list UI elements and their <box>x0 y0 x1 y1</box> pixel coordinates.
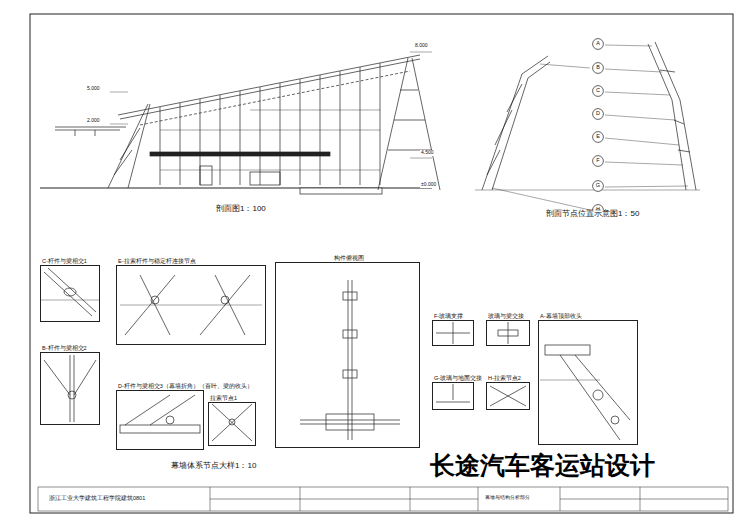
callout-circle: A <box>592 38 604 50</box>
detail-heading: C-杆件与梁相交1 <box>41 258 88 264</box>
detail-heading: B-杆件与梁相交2 <box>41 345 88 351</box>
title-block-text: 浙江工业大学建筑工程学院建筑0801 <box>48 495 146 501</box>
detail-heading: G-玻璃与地面交接 <box>433 375 483 381</box>
detail-frame: B-杆件与梁相交2 <box>40 352 100 425</box>
callout-circle: F <box>592 155 604 167</box>
node-position-drawing <box>475 42 700 210</box>
callout-letter: B <box>592 62 604 74</box>
title-block <box>38 487 728 511</box>
callout-circle: D <box>592 108 604 120</box>
detail-heading: E-拉索杆件与稳定杆连接节点 <box>117 258 197 264</box>
detail-heading: 拉索节点1 <box>209 395 238 401</box>
detail-frame: F-玻璃支撑 <box>432 320 474 346</box>
detail-heading: A-幕墙顶部收头 <box>539 313 583 319</box>
callout-letter: A <box>592 38 604 50</box>
detail-frame: 构件俯视图 <box>275 262 420 448</box>
callout-circle: E <box>592 131 604 143</box>
detail-heading: F-玻璃支撑 <box>433 313 464 319</box>
detail-frame: A-幕墙顶部收头 <box>538 320 638 445</box>
detail-frame: 拉索节点1 <box>208 402 256 446</box>
sheet-title: 长途汽车客运站设计 <box>430 452 655 480</box>
detail-frame: E-拉索杆件与稳定杆连接节点 <box>116 265 266 345</box>
title-block-text: 幕墙与结构分析部分 <box>484 495 531 501</box>
elevation-dimension: 8.000 <box>414 43 429 49</box>
detail-sketches <box>40 268 630 441</box>
detail-heading: H-拉索节点2 <box>487 375 522 381</box>
callout-letter: E <box>592 131 604 143</box>
drawing-caption: 幕墙体系节点大样1：10 <box>170 462 257 471</box>
elevation-dimension: 4.500 <box>420 150 435 156</box>
callout-letter: G <box>592 180 604 192</box>
detail-frame: G-玻璃与地面交接 <box>432 382 474 410</box>
callout-letter: C <box>592 85 604 97</box>
drawing-caption: 剖面节点位置示意图1：50 <box>545 210 640 219</box>
detail-heading: 玻璃与梁交接 <box>487 313 525 319</box>
callout-letter: D <box>592 108 604 120</box>
elevation-dimension: 2.000 <box>86 118 101 124</box>
section-drawing <box>40 52 440 194</box>
elevation-dimension: 5.000 <box>86 86 101 92</box>
detail-frame: C-杆件与梁相交1 <box>40 265 100 322</box>
callout-circle: C <box>592 85 604 97</box>
detail-heading: D-杆件与梁相交3（幕墙折角）（百叶、梁的收头） <box>117 383 254 389</box>
detail-frame: D-杆件与梁相交3（幕墙折角）（百叶、梁的收头） <box>116 390 204 450</box>
detail-heading: 构件俯视图 <box>333 255 365 261</box>
callout-circle: B <box>592 62 604 74</box>
sheet-frame <box>30 14 733 513</box>
callout-letter: F <box>592 155 604 167</box>
drawing-caption: 剖面图1：100 <box>215 205 267 214</box>
elevation-dimension: ±0.000 <box>420 182 437 188</box>
detail-frame: 玻璃与梁交接 <box>486 320 530 346</box>
callout-circle: G <box>592 180 604 192</box>
detail-frame: H-拉索节点2 <box>486 382 530 410</box>
